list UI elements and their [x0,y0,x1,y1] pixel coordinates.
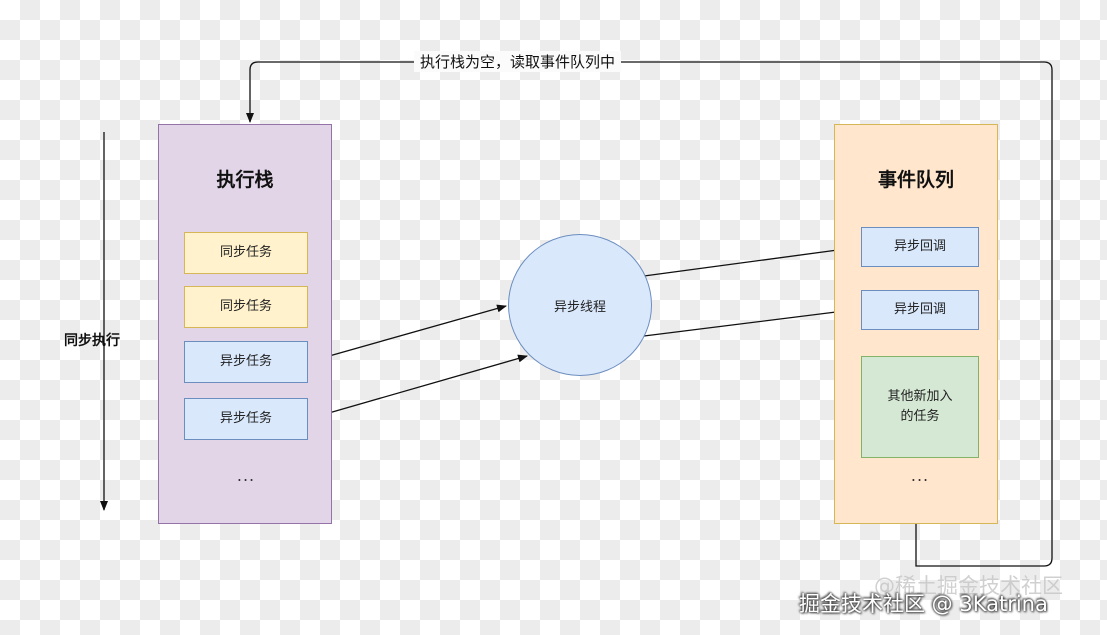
thread-to-callback-1-arrow [643,244,861,277]
async-task-2-to-thread-arrow [307,354,528,420]
async-task-box: 异步任务 [184,341,308,383]
event-queue-title: 事件队列 [877,169,954,191]
async-thread-node: 异步线程 [508,234,652,376]
new-task-box: 其他新加入 的任务 [861,356,979,458]
faded-watermark: @稀土掘金技术社区 [874,574,1063,598]
thread-to-callback-2-arrow [643,306,861,337]
juejin-watermark: 掘金技术社区 @ 3Katrina [799,592,1048,616]
async-task-1-to-thread-arrow [307,304,507,363]
new-task-label-line2: 的任务 [900,409,940,424]
sync-task-box: 同步任务 [184,286,308,328]
sync-task-box: 同步任务 [184,232,308,274]
event-loop-arrow [246,61,1053,567]
sync-execution-label: 同步执行 [64,333,120,349]
event-loop-label: 执行栈为空，读取事件队列中 [414,51,622,72]
stack-ellipsis: ... [236,466,256,485]
async-task-box: 异步任务 [184,398,308,440]
new-task-label-line1: 其他新加入 [887,389,953,404]
execution-stack-title: 执行栈 [216,169,274,191]
async-callback-box: 异步回调 [861,290,979,330]
queue-ellipsis: ... [910,466,930,485]
async-callback-box: 异步回调 [861,227,979,267]
async-thread-label: 异步线程 [553,299,606,315]
